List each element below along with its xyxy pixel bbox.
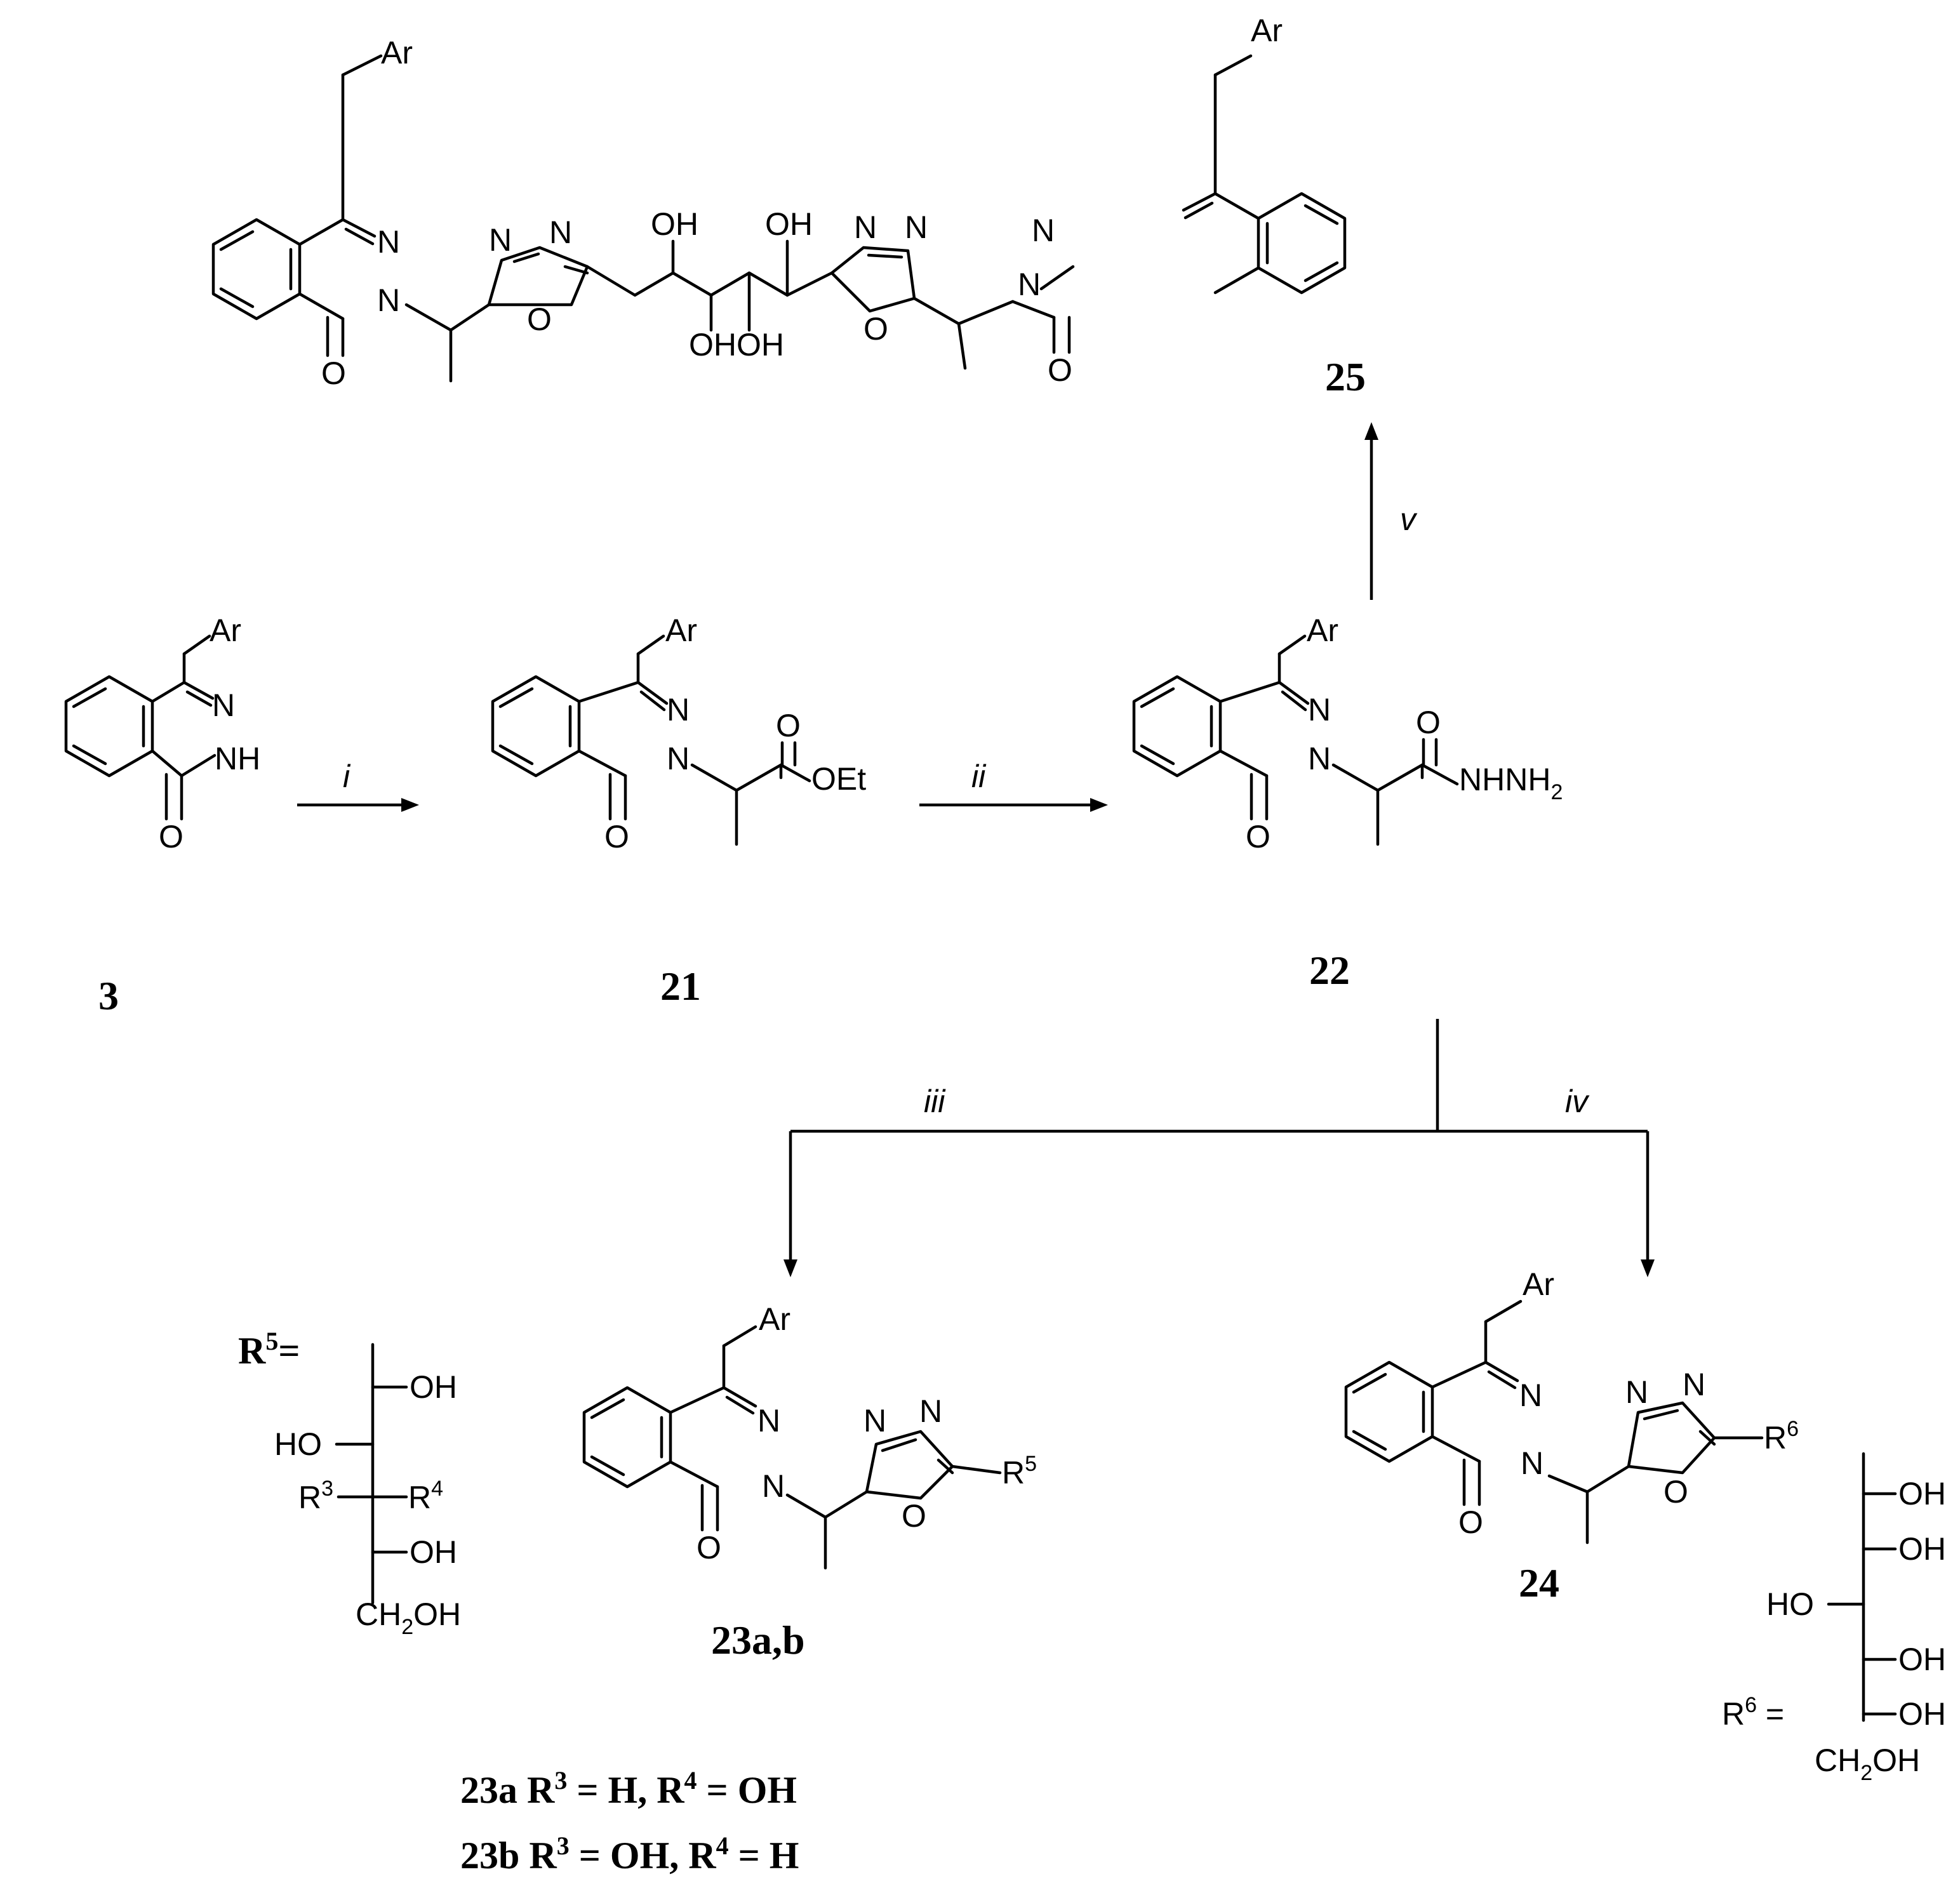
compound-23-structure: Ar N N O N N O R5 [582, 1301, 1037, 1570]
arrowhead-ii [1090, 798, 1108, 812]
branch-arrows [783, 1019, 1655, 1277]
reagent-iv: iv [1565, 1084, 1590, 1119]
atom-oet: OEt [811, 761, 866, 797]
compound-3-structure: Ar N NH O [64, 613, 260, 854]
definition-23b: 23b R3 = OH, R4 = H [460, 1831, 799, 1876]
reagent-v: v [1400, 501, 1418, 537]
compound-label-23: 23a,b [711, 1617, 805, 1663]
atom-o: O [902, 1498, 926, 1534]
atom-oh: OH [1898, 1696, 1946, 1732]
atom-o: O [776, 708, 801, 743]
atom-ar: Ar [1523, 1266, 1554, 1302]
atom-n: N [212, 687, 235, 723]
r6-definition: OH OH HO OH R6 = OH CH2OH [1722, 1452, 1946, 1785]
atom-n: N [549, 215, 572, 250]
atom-n: N [905, 209, 928, 245]
atom-n: N [1683, 1367, 1705, 1402]
atom-n: N [377, 282, 400, 318]
atom-n: N [757, 1403, 780, 1438]
atom-r5: R5 [1002, 1452, 1037, 1491]
atom-ar: Ar [759, 1301, 790, 1337]
atom-o: O [1416, 705, 1441, 740]
atom-n: N [377, 224, 400, 260]
atom-oh: OH [1898, 1531, 1946, 1567]
atom-ch2oh: CH2OH [356, 1597, 461, 1639]
atom-nh: NH [215, 741, 260, 776]
atom-oh: OH [765, 206, 813, 242]
compound-24-structure: Ar N N O N N O R6 [1344, 1266, 1799, 1544]
atom-ho: HO [1766, 1586, 1814, 1622]
atom-r6: R6 [1764, 1417, 1799, 1456]
atom-ar: Ar [665, 613, 697, 648]
atom-o: O [1458, 1504, 1483, 1540]
atom-n: N [1625, 1374, 1648, 1410]
atom-n: N [489, 222, 512, 258]
atom-n: N [919, 1393, 942, 1429]
compound-label-22: 22 [1309, 948, 1350, 993]
compound-22-structure: Ar N N O NHNH2 O [1132, 613, 1563, 854]
atom-n: N [1032, 213, 1055, 248]
arrowhead-v [1364, 422, 1378, 440]
atom-oh: OH [1898, 1642, 1946, 1677]
atom-n: N [762, 1468, 785, 1504]
atom-ohoh: OHOH [689, 327, 784, 362]
atom-ho: HO [274, 1426, 322, 1462]
atom-oh: OH [1898, 1476, 1946, 1511]
atom-r4: R4 [408, 1477, 443, 1515]
compound-label-24: 24 [1519, 1560, 1559, 1605]
atom-ch2oh: CH2OH [1815, 1743, 1920, 1785]
arrowhead-i [401, 798, 419, 812]
atom-o: O [1048, 352, 1072, 388]
atom-o: O [321, 355, 346, 391]
atom-n: N [1308, 741, 1331, 776]
reagent-iii: iii [924, 1084, 946, 1119]
atom-n: N [863, 1403, 886, 1438]
atom-ar: Ar [1307, 613, 1338, 648]
atom-o: O [604, 819, 629, 854]
atom-r3: R3 [298, 1477, 333, 1515]
reagent-i: i [343, 759, 351, 794]
atom-n: N [667, 692, 690, 727]
atom-n: N [667, 741, 690, 776]
r5-definition: R5= OH HO R3 R4 OH CH2OH [238, 1327, 461, 1639]
atom-oh: OH [651, 206, 698, 242]
r5-symbol: R5= [238, 1327, 300, 1372]
definition-23a: 23a R3 = H, R4 = OH [460, 1766, 797, 1811]
compound-label-3: 3 [98, 973, 119, 1018]
atom-o: O [1246, 819, 1270, 854]
atom-ar: Ar [210, 613, 241, 648]
compound-label-25: 25 [1325, 354, 1366, 399]
atom-n: N [1308, 692, 1331, 727]
atom-n: N [1519, 1378, 1542, 1413]
atom-o: O [159, 819, 183, 854]
atom-oh: OH [410, 1369, 457, 1405]
atom-n: N [854, 209, 877, 245]
atom-nhnh: NHNH2 [1459, 762, 1563, 804]
atom-o: O [527, 302, 552, 337]
compound-25-structure: Ar N N O N N O OH OHOH OH N N O N N O Ar [211, 13, 1347, 391]
atom-ar: Ar [1251, 13, 1283, 48]
reagent-ii: ii [971, 759, 987, 794]
atom-n: N [1521, 1445, 1543, 1481]
atom-oh: OH [410, 1534, 457, 1570]
atom-o: O [863, 311, 888, 347]
atom-o: O [1663, 1474, 1688, 1510]
compound-label-21: 21 [660, 964, 701, 1009]
atom-ar: Ar [381, 35, 413, 70]
r6-equals-label: R6 = [1722, 1693, 1784, 1732]
atom-n: N [1018, 267, 1041, 302]
atom-o: O [697, 1530, 721, 1565]
compound-21-structure: Ar N N O OEt O [491, 613, 866, 854]
